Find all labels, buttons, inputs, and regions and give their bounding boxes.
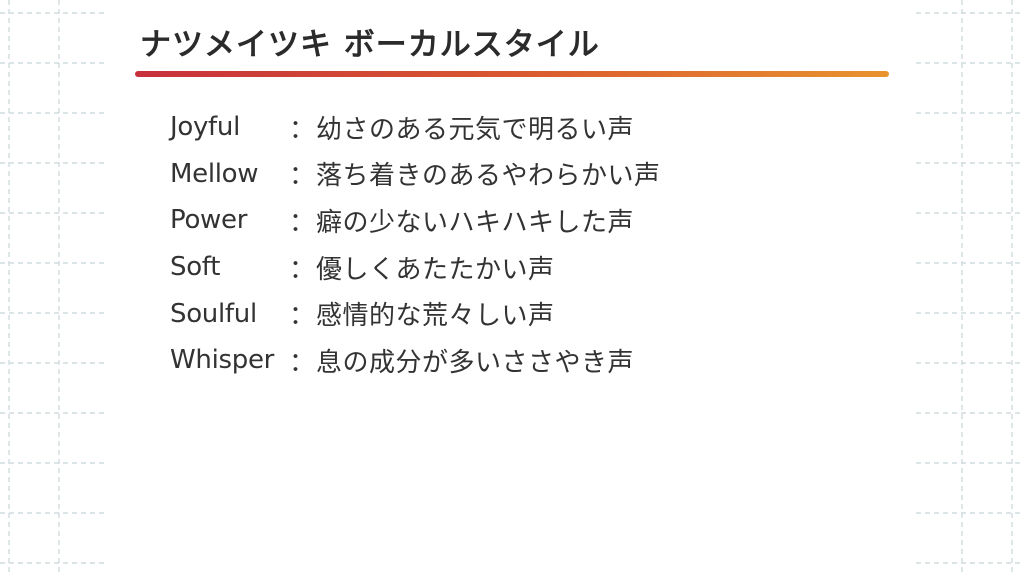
style-description: 落ち着きのあるやわらかい声 bbox=[316, 161, 661, 192]
style-description: 癖の少ないハキハキした声 bbox=[316, 207, 635, 238]
style-name: Soulful bbox=[170, 298, 257, 329]
list-item-joyful: Joyful ： 幼さのある元気で明るい声 bbox=[170, 104, 661, 151]
style-name: Power bbox=[170, 205, 248, 236]
slide-title: ナツメイツキ ボーカルスタイル bbox=[140, 27, 600, 63]
vocal-styles-list: Joyful ： 幼さのある元気で明るい声 Mellow ： 落ち着きのあるやわ… bbox=[170, 104, 661, 384]
separator-colon: ： bbox=[288, 254, 315, 285]
style-name: Whisper bbox=[170, 345, 275, 376]
style-name: Joyful bbox=[170, 112, 241, 143]
style-name: Mellow bbox=[170, 158, 259, 189]
style-description: 感情的な荒々しい声 bbox=[316, 301, 555, 332]
separator-colon: ： bbox=[288, 114, 315, 145]
list-item-soft: Soft ： 優しくあたたかい声 bbox=[170, 244, 661, 291]
style-description: 優しくあたたかい声 bbox=[316, 254, 555, 285]
list-item-whisper: Whisper ： 息の成分が多いささやき声 bbox=[170, 337, 661, 384]
list-item-mellow: Mellow ： 落ち着きのあるやわらかい声 bbox=[170, 151, 661, 198]
style-name: Soft bbox=[170, 252, 221, 283]
separator-colon: ： bbox=[288, 207, 315, 238]
list-item-power: Power ： 癖の少ないハキハキした声 bbox=[170, 197, 661, 244]
title-underline-accent bbox=[135, 71, 889, 77]
style-description: 息の成分が多いささやき声 bbox=[316, 347, 635, 378]
grid-decoration-right bbox=[916, 0, 1024, 576]
separator-colon: ： bbox=[288, 161, 315, 192]
separator-colon: ： bbox=[288, 301, 315, 332]
separator-colon: ： bbox=[288, 347, 315, 378]
grid-decoration-left bbox=[0, 0, 108, 576]
list-item-soulful: Soulful ： 感情的な荒々しい声 bbox=[170, 290, 661, 337]
style-description: 幼さのある元気で明るい声 bbox=[316, 114, 635, 145]
